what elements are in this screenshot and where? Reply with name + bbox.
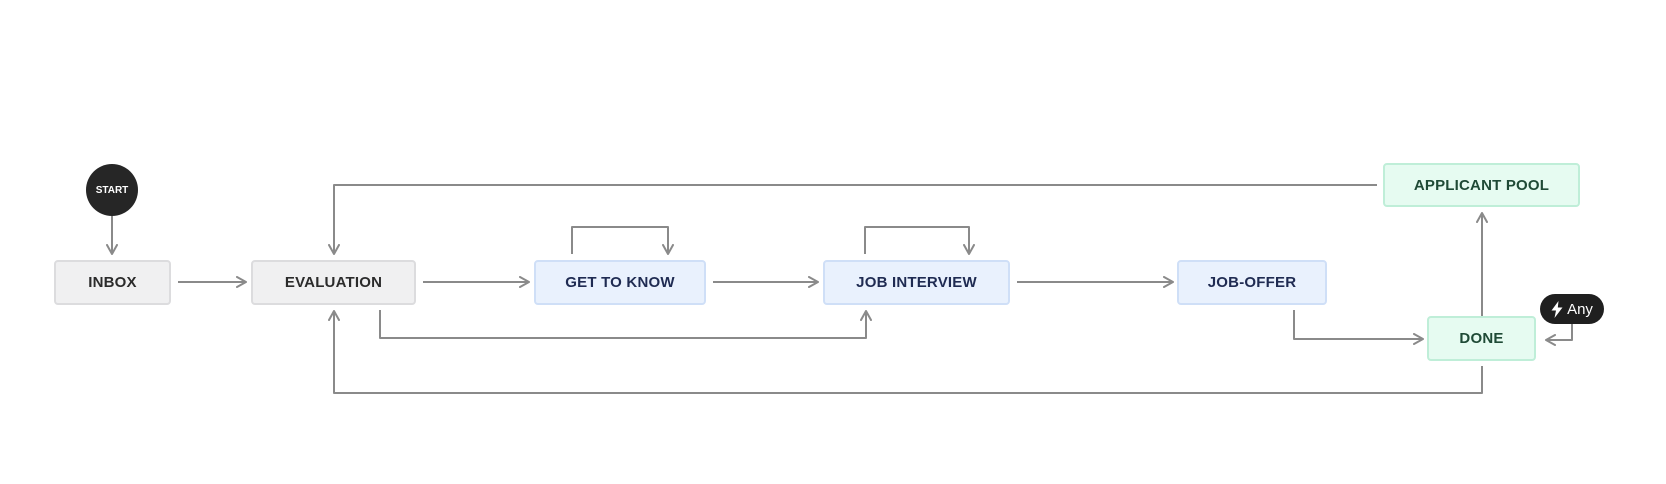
status-job-interview[interactable]: JOB INTERVIEW: [823, 260, 1010, 305]
status-job-offer[interactable]: JOB-OFFER: [1177, 260, 1327, 305]
edge-job-interview-self: [864, 226, 975, 255]
status-get-to-know-label: GET TO KNOW: [565, 274, 675, 291]
status-get-to-know[interactable]: GET TO KNOW: [534, 260, 706, 305]
lightning-icon: [1551, 300, 1563, 318]
status-inbox[interactable]: INBOX: [54, 260, 171, 305]
edge-evaluation-job-interview: [379, 310, 872, 339]
status-evaluation-label: EVALUATION: [284, 274, 383, 291]
edge-applicant-pool-evaluation: [328, 184, 1377, 255]
status-applicant-pool-label: APPLICANT POOL: [1413, 176, 1550, 194]
global-transition-label: Any: [1567, 300, 1593, 318]
status-done[interactable]: DONE: [1427, 316, 1536, 361]
status-job-offer-label: JOB-OFFER: [1207, 274, 1297, 291]
status-inbox-label: INBOX: [88, 274, 137, 291]
edge-job-offer-done: [1293, 310, 1424, 345]
start-node: START: [86, 164, 138, 216]
edge-get-to-know-self: [571, 226, 674, 255]
status-done-label: DONE: [1459, 330, 1504, 347]
status-job-interview-label: JOB INTERVIEW: [856, 274, 977, 291]
start-label: START: [95, 184, 129, 196]
status-evaluation[interactable]: EVALUATION: [251, 260, 416, 305]
edge-done-evaluation: [328, 310, 1483, 394]
edge-any-done: [1545, 324, 1573, 346]
status-applicant-pool[interactable]: APPLICANT POOL: [1383, 163, 1580, 207]
global-transition-badge[interactable]: Any: [1540, 294, 1604, 324]
